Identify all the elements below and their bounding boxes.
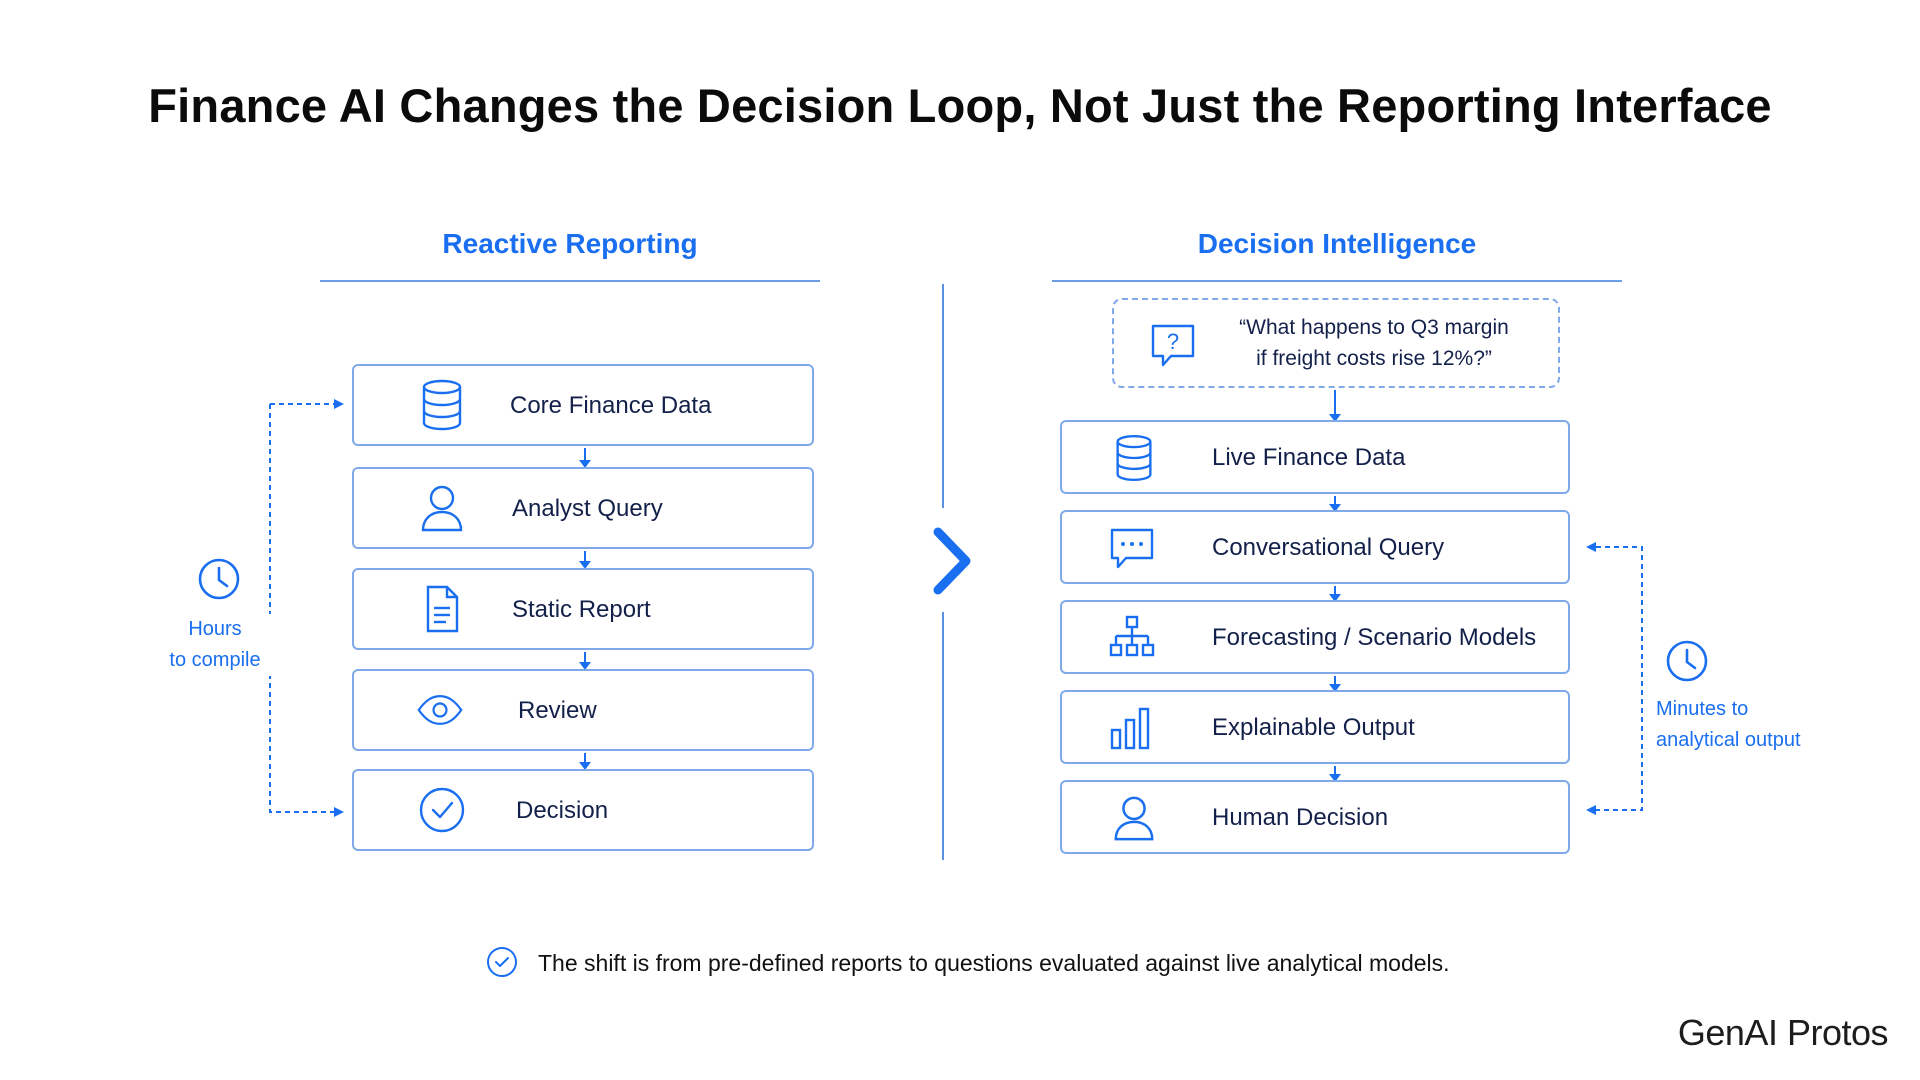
flow-arrow <box>1329 586 1341 602</box>
brand-logo-text: GenAI Protos <box>1677 1012 1889 1053</box>
footer-note: The shift is from pre-defined reports to… <box>538 950 1450 976</box>
right-step-explainable-output: Explainable Output <box>1060 690 1570 764</box>
center-divider-top <box>942 284 944 508</box>
question-bubble-icon: ? <box>1148 320 1198 370</box>
clock-icon <box>1664 638 1710 684</box>
check-circle-icon <box>418 786 466 834</box>
right-heading-rule <box>1052 280 1622 282</box>
database-icon <box>1110 434 1158 482</box>
flow-arrow <box>579 753 591 770</box>
question-text: “What happens to Q3 margin if freight co… <box>1224 312 1524 374</box>
left-column-heading: Reactive Reporting <box>442 228 698 259</box>
flow-arrow <box>579 551 591 569</box>
flow-arrow <box>579 448 591 468</box>
left-time-line1: Hours <box>188 618 242 640</box>
step-label: Explainable Output <box>1212 714 1415 741</box>
question-line1: “What happens to Q3 margin <box>1239 316 1509 339</box>
flow-arrow <box>1329 766 1341 782</box>
right-step-forecasting-models: Forecasting / Scenario Models <box>1060 600 1570 674</box>
database-icon <box>418 379 466 431</box>
hierarchy-icon <box>1108 614 1156 662</box>
bar-chart-icon <box>1108 704 1156 752</box>
flow-arrow <box>1329 676 1341 692</box>
chevron-right-icon <box>930 526 974 596</box>
right-time-line1: Minutes to <box>1656 698 1749 720</box>
clock-icon <box>196 556 242 602</box>
person-icon <box>1110 794 1158 842</box>
flow-arrow <box>579 652 591 670</box>
document-icon <box>418 585 466 633</box>
flow-arrow <box>1329 496 1341 512</box>
chat-bubble-icon <box>1108 524 1156 572</box>
step-label: Live Finance Data <box>1212 444 1406 471</box>
step-label: Core Finance Data <box>510 392 712 419</box>
right-column-heading: Decision Intelligence <box>1197 228 1477 259</box>
center-divider-bottom <box>942 612 944 860</box>
step-label: Decision <box>516 797 609 824</box>
right-step-conversational-query: Conversational Query <box>1060 510 1570 584</box>
svg-text:?: ? <box>1167 329 1179 354</box>
right-step-live-finance-data: Live Finance Data <box>1060 420 1570 494</box>
left-step-analyst-query: Analyst Query <box>352 467 814 549</box>
step-label: Human Decision <box>1212 804 1389 831</box>
right-step-human-decision: Human Decision <box>1060 780 1570 854</box>
question-line2: if freight costs rise 12%?” <box>1256 347 1492 370</box>
left-step-static-report: Static Report <box>352 568 814 650</box>
footer-check-icon <box>486 946 518 978</box>
step-label: Analyst Query <box>512 495 663 522</box>
right-loop-connector <box>1582 540 1646 818</box>
flow-arrow <box>1329 390 1341 422</box>
step-label: Static Report <box>512 596 651 623</box>
right-time-note: Minutes to analytical output <box>1656 694 1866 756</box>
person-icon <box>418 484 466 532</box>
eye-icon <box>416 686 464 734</box>
left-step-decision: Decision <box>352 769 814 851</box>
left-step-core-finance-data: Core Finance Data <box>352 364 814 446</box>
step-label: Review <box>518 697 597 724</box>
left-time-note: Hours to compile <box>150 614 280 676</box>
step-label: Conversational Query <box>1212 534 1445 561</box>
right-time-line2: analytical output <box>1656 729 1801 751</box>
left-step-review: Review <box>352 669 814 751</box>
left-heading-rule <box>320 280 820 282</box>
question-prompt-box: ? “What happens to Q3 margin if freight … <box>1112 298 1560 388</box>
left-time-line2: to compile <box>169 649 261 671</box>
step-label: Forecasting / Scenario Models <box>1212 624 1537 651</box>
left-loop-connector <box>268 396 350 820</box>
page-title: Finance AI Changes the Decision Loop, No… <box>148 79 1772 132</box>
